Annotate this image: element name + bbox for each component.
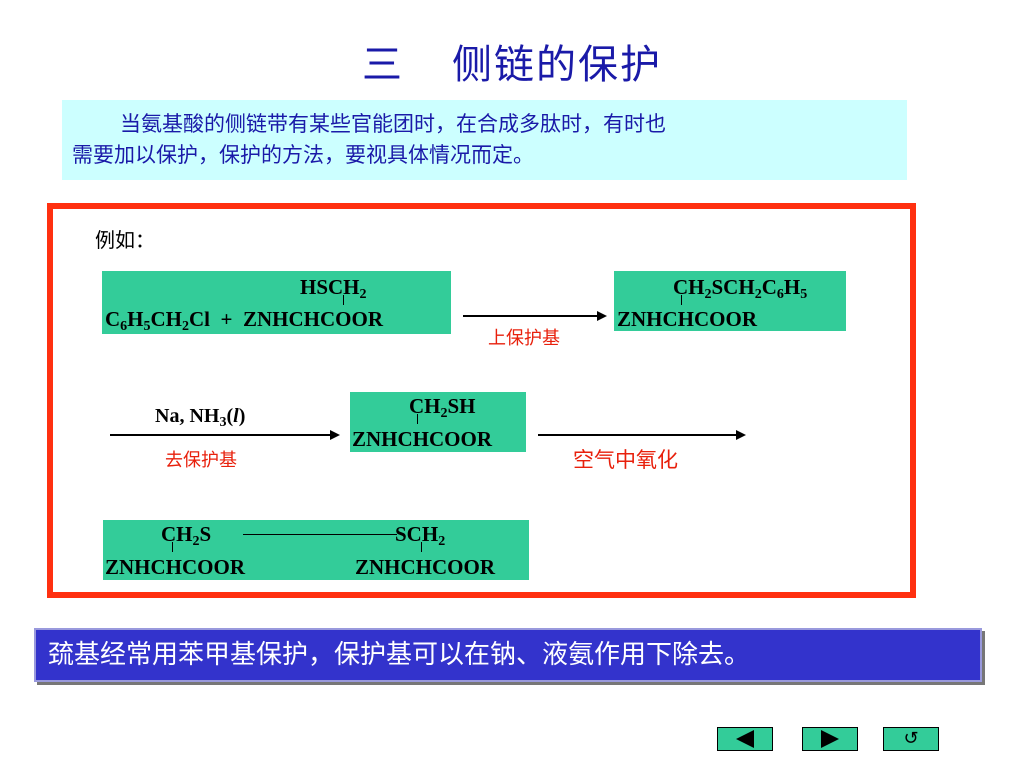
return-arrow-icon: ↺ bbox=[903, 728, 919, 749]
product-bottom-formula: ZNHCHCOOR bbox=[617, 307, 758, 331]
protected-product-box: CH2SCH2C6H5 ZNHCHCOOR bbox=[614, 271, 846, 331]
product-top-formula: CH2SCH2C6H5 bbox=[673, 275, 808, 302]
intro-line-2: 需要加以保护，保护的方法，要视具体情况而定。 bbox=[72, 143, 534, 167]
summary-note: 巯基经常用苯甲基保护，保护基可以在钠、液氨作用下除去。 bbox=[34, 628, 982, 682]
arrow-label-deprotect: 去保护基 bbox=[165, 450, 237, 471]
thiol-product-box: CH2SH ZNHCHCOOR bbox=[350, 392, 526, 452]
disulfide-bond bbox=[243, 534, 397, 535]
product-bond bbox=[681, 295, 682, 305]
example-label: 例如： bbox=[95, 228, 155, 252]
intro-line-1: 当氨基酸的侧链带有某些官能团时，在合成多肽时，有时也 bbox=[120, 112, 666, 136]
disulfide-left-bottom: ZNHCHCOOR bbox=[105, 555, 246, 579]
reactant-bottom-formula: C6H5CH2Cl + ZNHCHCOOR bbox=[105, 307, 383, 334]
title-text: 侧链的保护 bbox=[452, 42, 662, 88]
prev-slide-button[interactable] bbox=[717, 727, 773, 751]
arrow-label-oxidation: 空气中氧化 bbox=[573, 448, 678, 472]
triangle-right-icon bbox=[821, 730, 839, 748]
reactant-box: HSCH2 C6H5CH2Cl + ZNHCHCOOR bbox=[102, 271, 451, 334]
title-numeral: 三 bbox=[362, 42, 404, 88]
reactant-top-formula: HSCH2 bbox=[300, 275, 367, 302]
triangle-left-icon bbox=[736, 730, 754, 748]
disulfide-right-bottom: ZNHCHCOOR bbox=[355, 555, 496, 579]
disulfide-left-bond bbox=[172, 542, 173, 552]
thiol-bond bbox=[417, 414, 418, 424]
disulfide-right-top: SCH2 bbox=[395, 522, 446, 549]
disulfide-right-bond bbox=[421, 542, 422, 552]
return-button[interactable]: ↺ bbox=[883, 727, 939, 751]
thiol-top-formula: CH2SH bbox=[409, 394, 476, 421]
next-slide-button[interactable] bbox=[802, 727, 858, 751]
reactant-bond bbox=[343, 295, 344, 305]
thiol-bottom-formula: ZNHCHCOOR bbox=[352, 427, 493, 451]
arrow-label-protect: 上保护基 bbox=[488, 328, 560, 349]
deprotect-reagent: Na, NH3(l) bbox=[155, 405, 246, 430]
example-frame bbox=[47, 203, 916, 598]
reaction-arrow-2 bbox=[110, 430, 340, 440]
slide-title: 三 侧链的保护 bbox=[0, 32, 1024, 90]
intro-paragraph: 当氨基酸的侧链带有某些官能团时，在合成多肽时，有时也 需要加以保护，保护的方法，… bbox=[62, 100, 907, 180]
reaction-arrow-3 bbox=[538, 430, 746, 440]
disulfide-left-top: CH2S bbox=[161, 522, 212, 549]
reaction-arrow-1 bbox=[463, 311, 607, 321]
disulfide-box: CH2S SCH2 ZNHCHCOOR ZNHCHCOOR bbox=[103, 520, 529, 580]
